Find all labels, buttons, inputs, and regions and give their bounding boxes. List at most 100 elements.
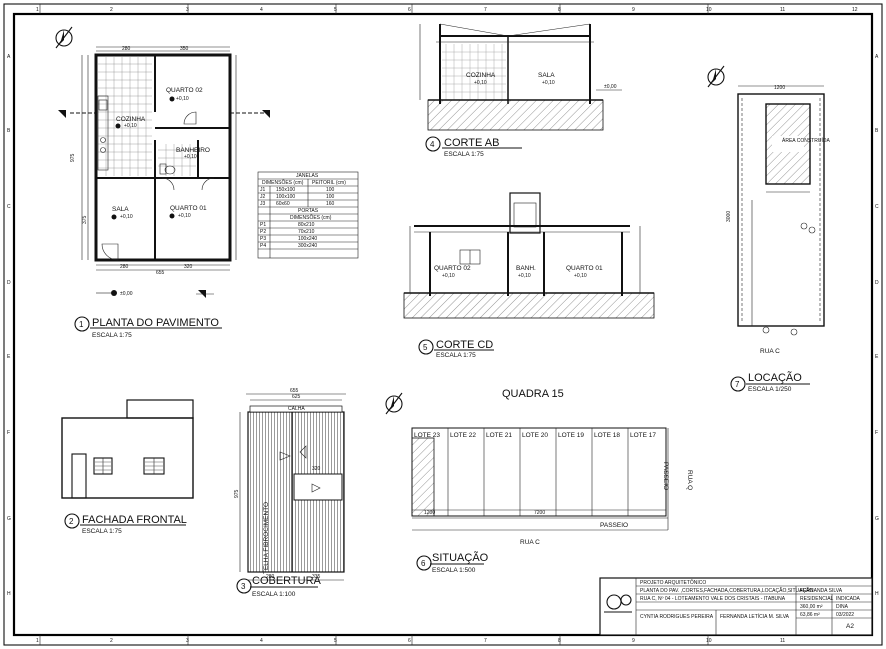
elevation-scale: ESCALA 1:75	[82, 528, 122, 535]
col-label: 10	[706, 7, 712, 13]
logo-icon	[604, 594, 632, 613]
tb-sheet: A2	[846, 623, 854, 630]
section-cd-scale: ESCALA 1:75	[436, 352, 476, 359]
tb-content: PLANTA DO PAV. ,CORTES,FACHADA,COBERTURA…	[640, 587, 813, 594]
lot-label: LOTE 22	[450, 432, 476, 439]
porta-dim: 300x240	[298, 243, 317, 249]
roof-scale: ESCALA 1:100	[252, 591, 296, 598]
section-cd-quarto01: QUARTO 01	[566, 265, 603, 272]
tb-use: RESIDENCIAL	[800, 596, 834, 602]
roof-dim-a: 280	[266, 574, 275, 580]
site-street-c: RUA C	[520, 539, 540, 546]
location-number: 7	[735, 380, 740, 389]
row-label: G	[7, 516, 11, 522]
site-plan: QUADRA 15 LOTE 23 LOTE 22 LOTE 21 LOTE 2…	[385, 388, 693, 574]
plan-outline	[94, 53, 232, 262]
janela-peitoril: 100	[326, 194, 335, 200]
col-label: 11	[780, 638, 785, 644]
row-label: B	[875, 128, 879, 134]
site-number: 6	[421, 559, 426, 568]
dim-bottom-a: 280	[120, 264, 129, 270]
front-elevation: 2 FACHADA FRONTAL ESCALA 1:75	[61, 399, 194, 535]
section-cd-banh-level: +0,10	[518, 273, 531, 279]
tile-hatch	[98, 57, 196, 176]
column-ticks	[39, 4, 709, 645]
section-cd-quarto02: QUARTO 02	[434, 265, 471, 272]
porta-id: P2	[260, 229, 266, 235]
row-label: H	[875, 591, 879, 597]
roof-material: TELHA FIBROCIMENTO	[263, 502, 270, 574]
col-label: 11	[780, 7, 785, 13]
section-cd: QUARTO 02 +0,10 BANH. +0,10 QUARTO 01 +0…	[403, 192, 655, 359]
room-quarto02: QUARTO 02	[166, 87, 203, 94]
section-cd-banh: BANH.	[516, 265, 536, 272]
section-cd-quarto01-level: +0,10	[574, 273, 587, 279]
janela-dim: 60x60	[276, 201, 290, 207]
lot-label: LOTE 17	[630, 432, 656, 439]
tb-project: PROJETO ARQUITETÔNICO	[640, 579, 706, 586]
roof-dim-b: 335	[312, 574, 321, 580]
janela-peitoril: 160	[326, 201, 335, 207]
portas-header-dim: DIMENSÕES (cm)	[290, 214, 332, 221]
janela-dim: 100x100	[276, 194, 295, 200]
col-label: 9	[632, 638, 635, 644]
plan-number: 1	[79, 320, 84, 329]
tb-area-lot: 360,00 m²	[800, 604, 823, 610]
tb-date: 03/2022	[836, 612, 854, 618]
lot-label: LOTE 18	[594, 432, 620, 439]
col-label: 6	[408, 7, 411, 13]
site-location: 1200 ÁREA CONSTRUÍDA 3000 RUA C 7 LOCAÇÃ…	[707, 65, 830, 393]
row-label: D	[875, 280, 879, 286]
tb-resp1: CYNTIA RODRIGUES PEREIRA	[640, 614, 714, 620]
janela-dim: 150x100	[276, 187, 295, 193]
inner-frame	[12, 12, 874, 637]
roof-plan: 655 625 CALHA 320 TELHA FIBROCIMENTO 975…	[234, 388, 346, 598]
site-sidewalk-h: PASSEIO	[600, 522, 628, 529]
row-label: F	[875, 430, 878, 436]
janela-id: J1	[260, 187, 266, 193]
col-label: 3	[186, 638, 189, 644]
porta-dim: 100x240	[298, 236, 317, 242]
room-sala-level: +0,10	[120, 214, 133, 220]
dim-top-a: 280	[122, 46, 131, 52]
room-banheiro: BANHEIRO	[176, 147, 210, 154]
outer-frame	[3, 3, 883, 646]
col-label: 5	[334, 638, 337, 644]
col-label: 2	[110, 638, 113, 644]
tb-resp2: FERNANDA LETÍCIA M. SILVA	[720, 613, 790, 620]
room-quarto01: QUARTO 01	[170, 205, 207, 212]
plan-scale: ESCALA 1:75	[92, 332, 132, 339]
col-label: 8	[558, 7, 561, 13]
section-cd-title: CORTE CD	[436, 339, 493, 351]
site-dim-lot: 1200	[424, 510, 435, 516]
plan-title: PLANTA DO PAVIMENTO	[92, 317, 219, 329]
site-sidewalk-v: PASSEIO	[662, 462, 669, 490]
tb-address: RUA C, Nº 04 - LOTEAMENTO VALE DOS CRIST…	[640, 596, 786, 602]
roof-dim-side: 975	[234, 489, 240, 498]
location-side-dim: 3000	[726, 211, 732, 222]
ground-level: ±0,00	[120, 291, 133, 297]
room-cozinha-level: +0,10	[124, 123, 137, 129]
location-top-dim: 1200	[774, 85, 785, 91]
porta-id: P1	[260, 222, 266, 228]
site-scale: ESCALA 1:500	[432, 567, 476, 574]
section-cd-number: 5	[423, 343, 428, 352]
porta-id: P3	[260, 236, 266, 242]
section-ab-title: CORTE AB	[444, 137, 499, 149]
dim-left: 975	[70, 153, 76, 162]
lot-label: LOTE 19	[558, 432, 584, 439]
section-ab-cozinha-level: +0,10	[474, 80, 487, 86]
col-label: 8	[558, 638, 561, 644]
row-label: F	[7, 430, 10, 436]
site-dim-total: 7200	[534, 510, 545, 516]
janela-id: J3	[260, 201, 266, 207]
lot-label: LOTE 20	[522, 432, 548, 439]
dim-bottom-total: 655	[156, 270, 165, 276]
dim-side: 375	[82, 215, 88, 224]
col-label: 6	[408, 638, 411, 644]
elevation-number: 2	[69, 517, 74, 526]
site-title: SITUAÇÃO	[432, 551, 489, 564]
col-label: 12	[852, 7, 858, 13]
row-label: C	[875, 204, 879, 210]
row-labels: A B C D E F G H A B C D E F G H	[7, 54, 879, 597]
